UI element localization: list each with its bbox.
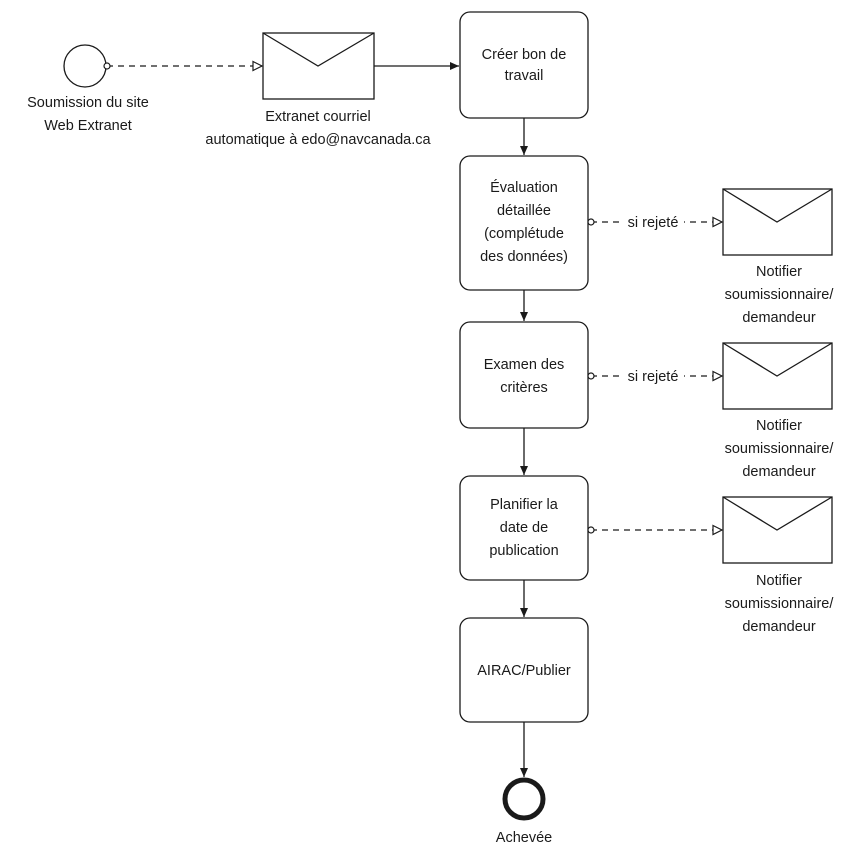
email-envelope-icon [262, 32, 375, 100]
task-plan-line-3: publication [489, 543, 558, 559]
task-create-line-2: travail [505, 68, 544, 84]
task-evaluate-line-1: Évaluation [490, 179, 558, 196]
rejection-label-review: si rejeté [628, 369, 679, 385]
rejection-label-evaluate: si rejeté [628, 215, 679, 231]
task-publish-text: /Publier [522, 663, 571, 679]
notify-3-line-3: demandeur [742, 619, 816, 635]
task-review-line-1: Examen des [484, 357, 565, 373]
notify-3-line-2: soumissionnaire/ [725, 596, 835, 612]
end-event-label: Achevée [496, 830, 552, 846]
notify-flow-plan-origin [587, 526, 595, 534]
task-criteria-review [459, 321, 589, 429]
start-event-label-line-2: Web Extranet [44, 118, 132, 134]
rejection-flow-evaluate-origin [587, 218, 595, 226]
task-create-line-1: Créer bon de [482, 47, 567, 63]
task-publish-label: AIRAC/Publier [477, 663, 571, 679]
email-label-line-1: Extranet courriel [265, 109, 371, 125]
task-evaluate-line-2: détaillée [497, 203, 551, 219]
notify-3-line-1: Notifier [756, 573, 802, 589]
rejection-flow-review-origin [587, 372, 595, 380]
task-review-line-2: critères [500, 380, 548, 396]
task-plan-line-2: date de [500, 520, 548, 536]
message-flow-origin-dot [103, 62, 111, 70]
notify-1-line-3: demandeur [742, 310, 816, 326]
notify-2-line-3: demandeur [742, 464, 816, 480]
notify-1-line-1: Notifier [756, 264, 802, 280]
start-event [63, 44, 107, 88]
task-evaluate-line-3: (complétude [484, 226, 564, 242]
notify-2-line-2: soumissionnaire/ [725, 441, 835, 457]
task-plan-line-1: Planifier la [490, 497, 559, 513]
email-label-line-2: automatique à edo@navcanada.ca [205, 132, 431, 148]
task-detailed-evaluation [459, 155, 589, 291]
task-evaluate-line-4: des données) [480, 249, 568, 265]
start-event-label-line-1: Soumission du site [27, 95, 149, 111]
end-event [502, 777, 546, 821]
notify-1-line-2: soumissionnaire/ [725, 287, 835, 303]
notify-envelope-icon [722, 496, 833, 564]
notify-envelope-icon [722, 342, 833, 410]
notify-envelope-icon [722, 188, 833, 256]
notify-2-line-1: Notifier [756, 418, 802, 434]
task-publish-prefix: AIRAC [477, 663, 521, 679]
task-create-work-order [459, 11, 589, 119]
